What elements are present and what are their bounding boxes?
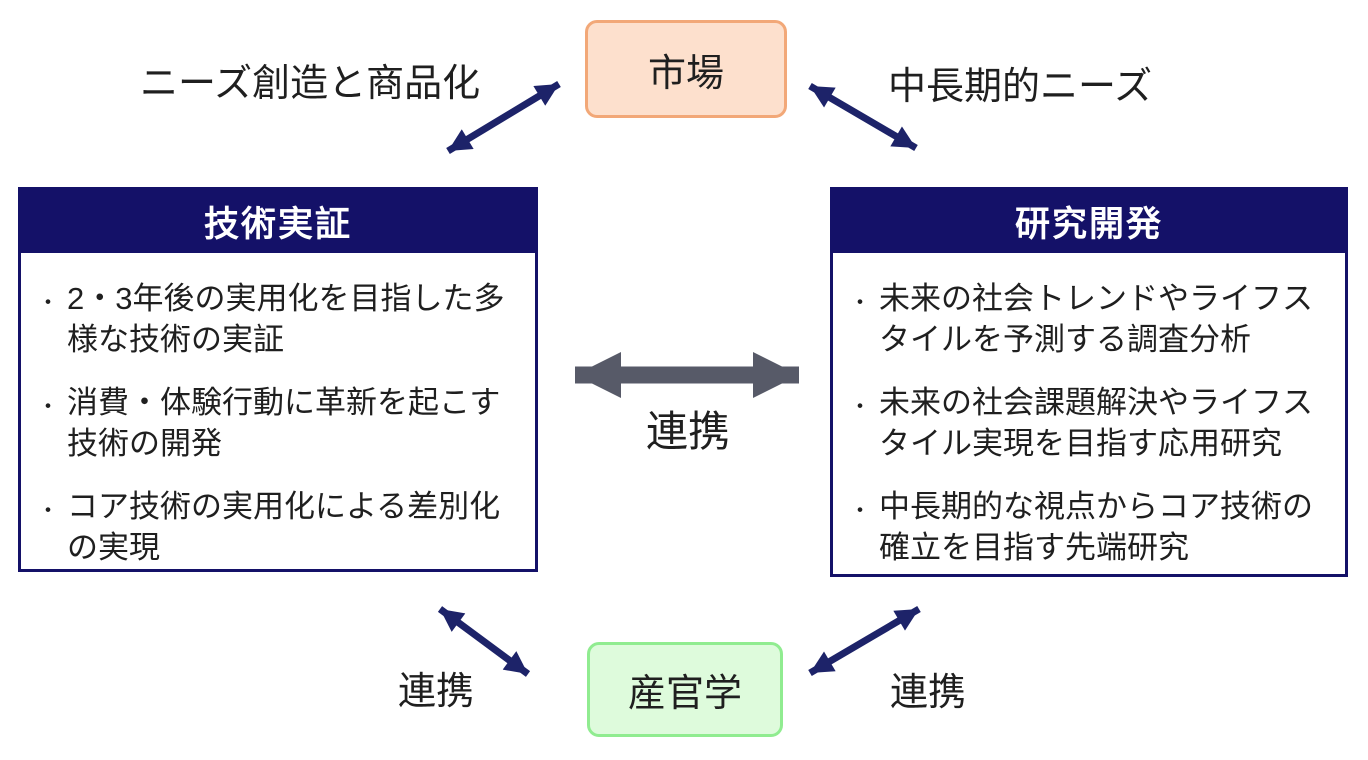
tech-bullet-text: 2・3年後の実用化を目指した多様な技術の実証 [67, 281, 505, 357]
tech-panel-title: 技術実証 [21, 190, 535, 253]
tech-bullet-text: 消費・体験行動に革新を起こす技術の開発 [67, 384, 501, 461]
tech-bullet-list: ・ 2・3年後の実用化を目指した多様な技術の実証 ・ 消費・体験行動に革新を起こ… [37, 279, 523, 568]
bullet-icon: ・ [37, 290, 60, 315]
tech-demonstration-panel: 技術実証 ・ 2・3年後の実用化を目指した多様な技術の実証 ・ 消費・体験行動に… [18, 187, 538, 572]
market-node-label: 市場 [647, 52, 724, 95]
rd-panel-body: ・ 未来の社会トレンドやライフスタイルを予測する調査分析 ・ 未来の社会課題解決… [833, 253, 1345, 590]
list-item: ・ 未来の社会トレンドやライフスタイルを予測する調査分析 [849, 279, 1333, 361]
label-bottom-left-collaboration: 連携 [398, 671, 475, 713]
gov-academia-node: 産官学 [587, 642, 783, 737]
bullet-icon: ・ [37, 393, 60, 419]
market-node: 市場 [585, 20, 787, 118]
rd-panel-title: 研究開発 [833, 190, 1345, 253]
tech-panel-body: ・ 2・3年後の実用化を目指した多様な技術の実証 ・ 消費・体験行動に革新を起こ… [21, 253, 535, 590]
label-midlong-needs: 中長期的ニーズ [888, 66, 1153, 108]
list-item: ・ コア技術の実用化による差別化の実現 [37, 487, 523, 569]
bullet-icon: ・ [849, 290, 872, 315]
list-item: ・ 消費・体験行動に革新を起こす技術の開発 [37, 383, 523, 465]
rd-bullet-list: ・ 未来の社会トレンドやライフスタイルを予測する調査分析 ・ 未来の社会課題解決… [849, 279, 1333, 568]
rd-bullet-text: 未来の社会トレンドやライフスタイルを予測する調査分析 [879, 281, 1314, 357]
bullet-icon: ・ [849, 393, 872, 419]
gov-academia-node-label: 産官学 [627, 673, 742, 715]
list-item: ・ 中長期的な視点からコア技術の確立を目指す先端研究 [849, 487, 1333, 569]
label-needs-creation: ニーズ創造と商品化 [140, 63, 481, 105]
research-development-panel: 研究開発 ・ 未来の社会トレンドやライフスタイルを予測する調査分析 ・ 未来の社… [830, 187, 1348, 577]
rd-bullet-text: 未来の社会課題解決やライフスタイル実現を目指す応用研究 [879, 384, 1314, 461]
label-bottom-right-collaboration: 連携 [890, 672, 967, 714]
list-item: ・ 2・3年後の実用化を目指した多様な技術の実証 [37, 279, 523, 361]
label-center-collaboration: 連携 [645, 408, 730, 455]
rd-bullet-text: 中長期的な視点からコア技術の確立を目指す先端研究 [879, 488, 1314, 565]
list-item: ・ 未来の社会課題解決やライフスタイル実現を目指す応用研究 [849, 383, 1333, 465]
bullet-icon: ・ [37, 497, 60, 523]
tech-bullet-text: コア技術の実用化による差別化の実現 [67, 488, 501, 565]
bullet-icon: ・ [849, 497, 872, 523]
